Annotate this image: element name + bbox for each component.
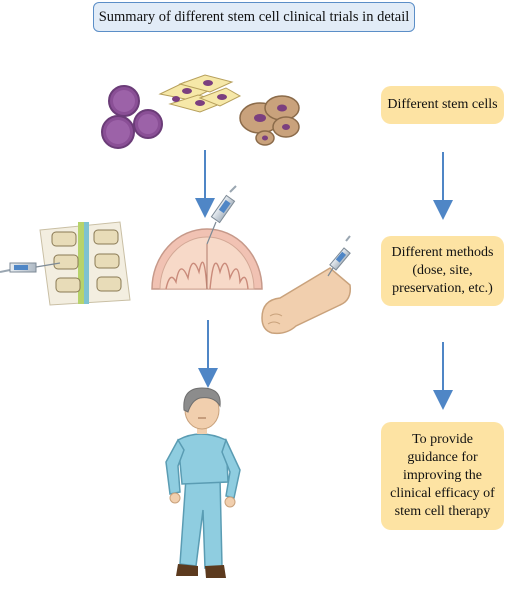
step-clinical-guidance: To provide guidance for improving the cl… [381, 422, 504, 530]
arm-injection-icon [261, 235, 352, 335]
syringe-arm-icon [327, 235, 351, 277]
brain-injection-icon [151, 185, 263, 290]
syringe-brain-icon [206, 185, 237, 245]
spindle-stem-cells-icon [158, 74, 242, 113]
step-different-methods: Different methods (dose, site, preservat… [381, 236, 504, 306]
diagram-title: Summary of different stem cell clinical … [93, 2, 415, 32]
step-different-stem-cells: Different stem cells [381, 86, 504, 124]
spinal-injection-icon [0, 221, 131, 306]
clustered-stem-cells-icon [239, 95, 300, 146]
patient-icon [165, 387, 241, 578]
syringe-spinal-icon [0, 262, 61, 273]
round-stem-cells-icon [101, 85, 163, 149]
